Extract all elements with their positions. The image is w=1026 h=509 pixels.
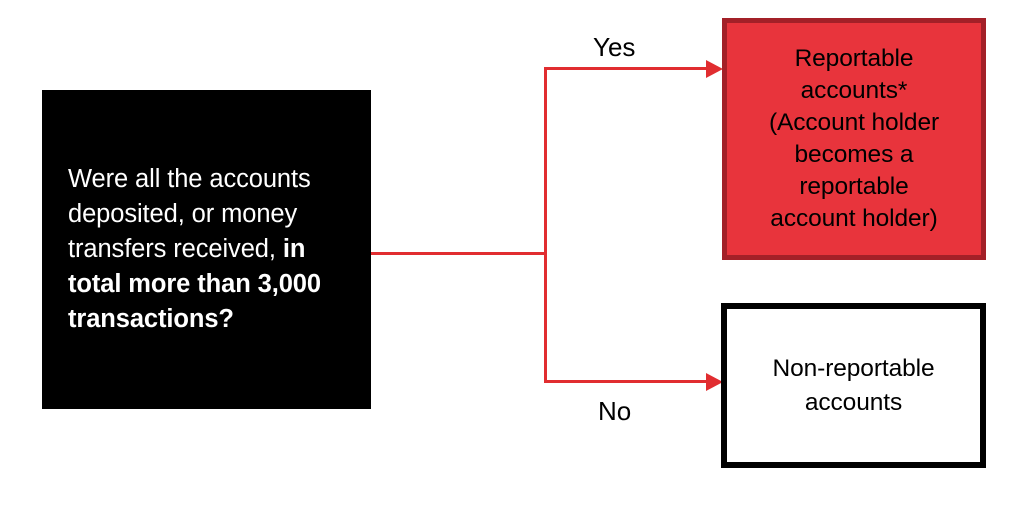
non-reportable-line-2: accounts	[804, 388, 903, 416]
connector-yes-branch	[544, 67, 712, 70]
reportable-line-1: Reportable	[794, 45, 914, 72]
reportable-line-4: becomes a	[794, 141, 914, 168]
reportable-line-3: (Account holder	[768, 109, 940, 136]
outcome-node-non-reportable-accounts[interactable]: Non-reportable accounts	[721, 303, 986, 468]
reportable-line-5: reportable	[799, 173, 909, 200]
reportable-line-6: account holder)	[770, 205, 938, 232]
outcome-node-reportable-accounts[interactable]: Reportable accounts* (Account holder become…	[722, 18, 986, 260]
decision-question-plain: Were all the accounts deposited, or mone…	[68, 165, 311, 263]
non-reportable-node-text: Non-reportable accounts	[772, 352, 934, 420]
edge-label-yes: Yes	[593, 32, 636, 62]
decision-node-text: Were all the accounts deposited, or mone…	[68, 162, 357, 337]
edge-label-no: No	[598, 396, 632, 426]
arrowhead-no-icon	[706, 372, 723, 391]
reportable-node-text: Reportable accounts* (Account holder become…	[769, 43, 939, 235]
reportable-line-2: accounts*	[800, 77, 908, 104]
connector-stem	[371, 252, 547, 255]
connector-no-branch	[544, 380, 712, 383]
decision-node-transaction-threshold[interactable]: Were all the accounts deposited, or mone…	[42, 90, 371, 409]
arrowhead-yes-icon	[706, 59, 723, 78]
decision-question-bold: in total more than 3,000 transactions?	[68, 235, 321, 333]
connector-vertical-spine	[544, 67, 547, 383]
non-reportable-line-1: Non-reportable	[772, 354, 935, 382]
